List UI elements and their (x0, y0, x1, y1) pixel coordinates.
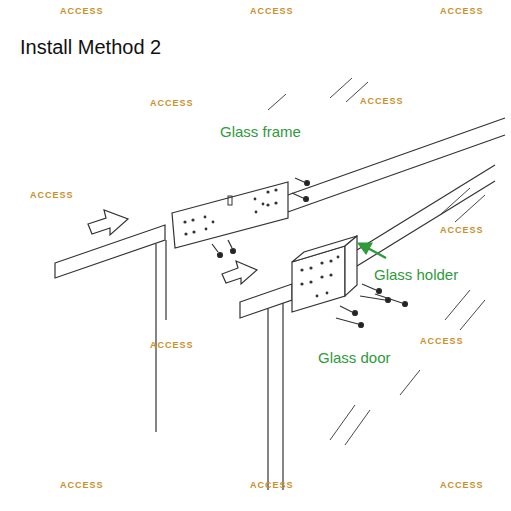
watermark: ACCESS (30, 190, 74, 200)
diagram-title: Install Method 2 (20, 36, 161, 59)
watermark: ACCESS (60, 480, 104, 490)
watermark: ACCESS (150, 340, 194, 350)
watermark: ACCESS (60, 6, 104, 16)
watermark: ACCESS (420, 336, 464, 346)
watermark: ACCESS (250, 6, 294, 16)
watermark: ACCESS (150, 98, 194, 108)
watermark: ACCESS (360, 96, 404, 106)
part-label: Glass frame (220, 123, 301, 140)
part-label: Glass door (318, 349, 391, 366)
watermark: ACCESS (440, 225, 484, 235)
watermark: ACCESS (250, 480, 294, 490)
watermark: ACCESS (440, 480, 484, 490)
watermark: ACCESS (440, 6, 484, 16)
part-label: Glass holder (374, 266, 458, 283)
